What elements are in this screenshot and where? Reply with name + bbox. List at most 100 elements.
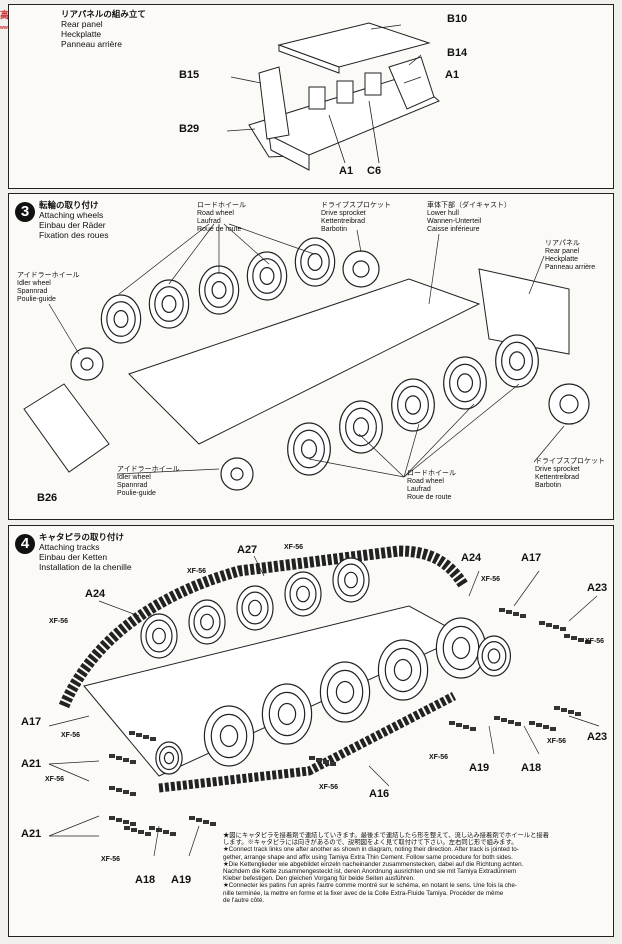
title-de: Heckplatte [61, 29, 102, 39]
track-link-drawing [564, 634, 570, 638]
label-en: Idler wheel [117, 474, 151, 481]
step-2-rear-panel-section: リアパネルの組み立て Rear panel Heckplatte Panneau… [8, 4, 614, 189]
road-wheel-label-top: ロードホイール Road wheel Laufrad Roue de route [197, 202, 246, 234]
label-fr: Poulie-guide [17, 296, 56, 303]
track-link-drawing [578, 638, 584, 642]
track-link-drawing [203, 820, 209, 824]
track-link-drawing [109, 816, 115, 820]
callout-a23-top: A23 [587, 582, 608, 594]
track-link-drawing [309, 756, 315, 760]
callout-b14: B14 [447, 47, 468, 59]
label-fr: Caisse inférieure [427, 226, 480, 233]
wheel-drawing [456, 373, 474, 393]
track-link-drawing [143, 735, 149, 739]
callout-a17-right: A17 [521, 552, 542, 564]
label-de: Spannrad [117, 482, 148, 489]
track-link-drawing [499, 608, 505, 612]
title-fr: Fixation des roues [39, 230, 109, 240]
track-link-drawing [506, 610, 512, 614]
step-number-3: 3 [15, 202, 35, 222]
label-fr: Roue de route [197, 226, 242, 233]
note-line: ★Connect track links one after another a… [223, 846, 519, 854]
label-fr: Barbotin [535, 482, 562, 489]
callout-a21-lower: A21 [21, 828, 42, 840]
step-4-attaching-tracks-section: 4 キャタピラの取り付け Attaching tracks Einbau der… [8, 525, 614, 937]
callout-a27: A27 [237, 544, 258, 556]
title-en: Attaching tracks [39, 542, 100, 552]
wheel-drawing [307, 252, 323, 271]
track-link-drawing [449, 721, 455, 725]
note-line: ★Connecter les patins l'un après l'autre… [223, 882, 518, 890]
track-link-drawing [501, 718, 507, 722]
track-link-drawing [316, 758, 322, 762]
track-link-drawing [554, 706, 560, 710]
callout-a18-mid: A18 [521, 762, 542, 774]
track-link-drawing [145, 832, 151, 836]
title-fr: Installation de la chenille [39, 562, 132, 572]
track-link-drawing [123, 790, 129, 794]
label-de: Kettentreibrad [321, 218, 365, 225]
label-jp: ドライブスプロケット [321, 202, 391, 209]
callout-a19-bottom: A19 [171, 874, 192, 886]
note-line: ★図にキャタピラを接着剤で連結していきます。最後まで連結したら形を整えて、流し込… [223, 832, 549, 839]
track-link-drawing [109, 754, 115, 758]
track-link-drawing [560, 627, 566, 631]
label-fr: Roue de route [407, 494, 452, 501]
callout-a16: A16 [369, 788, 390, 800]
wheel-drawing [211, 280, 227, 299]
callout-a17-left: A17 [21, 716, 42, 728]
wheel-drawing [248, 599, 262, 617]
track-link-drawing [494, 716, 500, 720]
track-link-drawing [130, 822, 136, 826]
callout-a23-bottom: A23 [587, 731, 608, 743]
label-de: Spannrad [17, 288, 48, 295]
label-en: Road wheel [407, 478, 444, 485]
label-jp: アイドラーホイール [117, 466, 180, 473]
wheel-drawing [335, 680, 355, 704]
track-link-drawing [539, 621, 545, 625]
paint-code-label: XF-56 [547, 738, 567, 745]
callout-b26: B26 [37, 492, 58, 504]
label-jp: リアパネル [545, 240, 580, 247]
wheel-drawing [219, 724, 239, 748]
track-link-drawing [189, 816, 195, 820]
wheel-drawing [163, 751, 175, 765]
track-link-drawing [323, 760, 329, 764]
paint-code-label: XF-56 [481, 576, 501, 583]
label-jp: アイドラーホイール [17, 272, 80, 279]
title-en: Attaching wheels [39, 210, 104, 220]
callout-b10: B10 [447, 13, 468, 25]
road-wheel-label-bottom: ロードホイール Road wheel Laufrad Roue de route [407, 470, 456, 502]
drive-sprocket-label-top: ドライブスプロケット Drive sprocket Kettentreibrad… [321, 202, 391, 234]
paint-code-label: XF-56 [187, 568, 207, 575]
label-jp: 車体下部（ダイキャスト） [427, 202, 511, 209]
callout-a18-bottom: A18 [135, 874, 156, 886]
track-link-drawing [210, 822, 216, 826]
step-3-title: 転輪の取り付け Attaching wheels Einbau der Räde… [39, 200, 108, 240]
wheel-drawing [277, 702, 297, 726]
callout-a1-bottom: A1 [339, 165, 354, 177]
track-link-drawing [116, 788, 122, 792]
track-link-drawing [520, 614, 526, 618]
wheel-drawing [200, 613, 214, 631]
track-link-drawing [543, 725, 549, 729]
wheel-drawing [259, 266, 275, 285]
title-jp: キャタピラの取り付け [39, 532, 125, 542]
paint-code-label: XF-56 [319, 784, 339, 791]
track-link-drawing [149, 826, 155, 830]
title-fr: Panneau arrière [61, 39, 122, 49]
callout-a1-right: A1 [445, 69, 460, 81]
label-en: Rear panel [545, 248, 580, 255]
wheel-drawing [300, 439, 318, 459]
label-en: Drive sprocket [321, 210, 366, 217]
track-link-drawing [129, 731, 135, 735]
label-de: Kettentreibrad [535, 474, 579, 481]
title-jp: リアパネルの組み立て [61, 9, 146, 19]
wheel-drawing [404, 395, 422, 415]
label-jp: ロードホイール [407, 470, 456, 477]
track-link-drawing [515, 722, 521, 726]
callout-a24-right: A24 [461, 552, 482, 564]
callout-a21-upper: A21 [21, 758, 42, 770]
wheel-drawing [487, 648, 501, 664]
track-link-drawing [130, 792, 136, 796]
